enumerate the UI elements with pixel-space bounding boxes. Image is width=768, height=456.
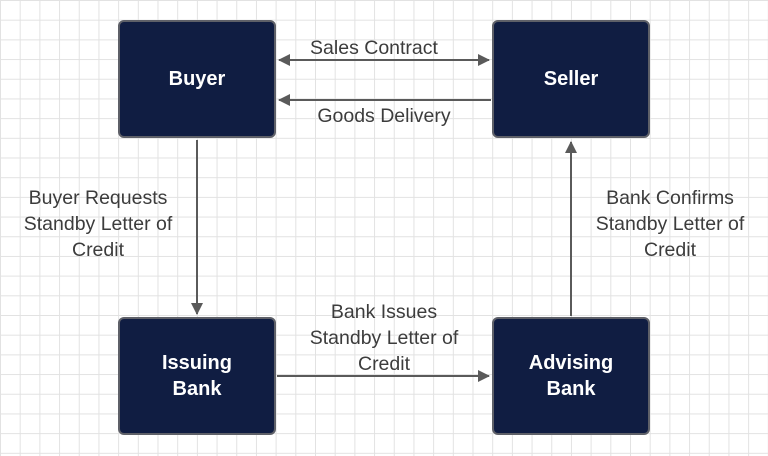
- advising-bank-node-label: Advising Bank: [528, 352, 614, 400]
- buyer-requests-label: Buyer Requests Standby Letter of Credit: [23, 187, 173, 261]
- buyer-node-label: Buyer: [168, 68, 226, 90]
- issuing-bank-node-label: Issuing Bank: [161, 352, 232, 400]
- issuing-bank-node[interactable]: Issuing Bank: [118, 317, 276, 435]
- seller-node[interactable]: Seller: [492, 20, 650, 138]
- bank-confirms-label: Bank Confirms Standby Letter of Credit: [595, 187, 745, 261]
- seller-node-label: Seller: [543, 68, 599, 90]
- sales-contract-label: Sales Contract: [310, 37, 438, 59]
- advising-bank-node[interactable]: Advising Bank: [492, 317, 650, 435]
- bank-issues-label: Bank Issues Standby Letter of Credit: [309, 301, 459, 375]
- goods-delivery-label: Goods Delivery: [317, 105, 451, 127]
- buyer-node[interactable]: Buyer: [118, 20, 276, 138]
